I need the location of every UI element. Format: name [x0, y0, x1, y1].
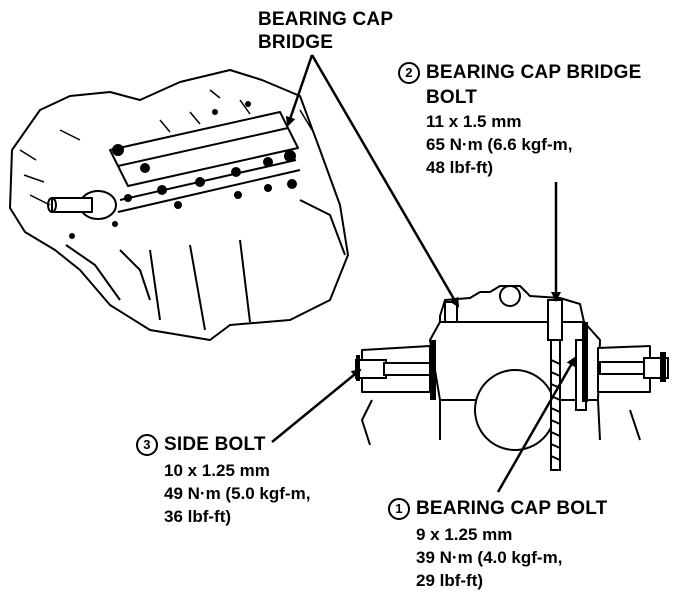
cap-bolt-number-badge: 1 — [388, 498, 410, 520]
leader-side-bolt — [271, 368, 362, 443]
section-shading — [356, 322, 666, 402]
callout-bearing-cap-bolt: 1 BEARING CAP BOLT 9 x 1.25 mm 39 N·m (4.… — [388, 498, 607, 589]
bridge-label-line1: BEARING CAP — [258, 9, 394, 30]
side-bolt-title: SIDE BOLT — [164, 434, 266, 455]
side-bolt-torque-1: 49 N·m (5.0 kgf-m, — [164, 484, 311, 503]
side-bolt-torque-2: 36 lbf-ft) — [164, 507, 232, 526]
side-bolt-number-badge: 3 — [136, 434, 158, 456]
bridge-bolt-title2: BOLT — [426, 87, 478, 108]
bridge-bolt-size: 11 x 1.5 mm — [426, 112, 522, 131]
cap-bolt-torque-2: 29 lbf-ft) — [416, 571, 484, 590]
leader-cap-bolt — [496, 356, 577, 493]
bridge-bolt-number-badge: 2 — [398, 62, 420, 84]
callout-bridge-bolt: 2 BEARING CAP BRIDGE BOLT 11 x 1.5 mm 65 … — [398, 62, 641, 176]
cap-bolt-title: BEARING CAP BOLT — [416, 498, 608, 519]
bridge-bolt-title: BEARING CAP BRIDGE — [426, 62, 642, 83]
leader-lines — [271, 54, 577, 493]
engine-bolt-heads — [69, 101, 297, 239]
bridge-bolt-torque-2: 48 lbf-ft) — [426, 158, 494, 177]
leader-bridge-engine — [285, 54, 314, 127]
callout-side-bolt: 3 SIDE BOLT 10 x 1.25 mm 49 N·m (5.0 kgf-… — [136, 434, 310, 525]
side-bolt-size: 10 x 1.25 mm — [164, 461, 270, 480]
engine-shading — [19, 89, 313, 206]
leader-bridge-section — [310, 54, 460, 308]
bridge-bolt-torque-1: 65 N·m (6.6 kgf-m, — [426, 135, 573, 154]
callout-bearing-cap-bridge: BEARING CAP BRIDGE — [258, 10, 393, 52]
bridge-label-line2: BRIDGE — [258, 32, 334, 53]
cap-bolt-torque-1: 39 N·m (4.0 kgf-m, — [416, 548, 563, 567]
vertical-bolts — [444, 299, 587, 471]
cap-bolt-size: 9 x 1.25 mm — [416, 525, 513, 544]
